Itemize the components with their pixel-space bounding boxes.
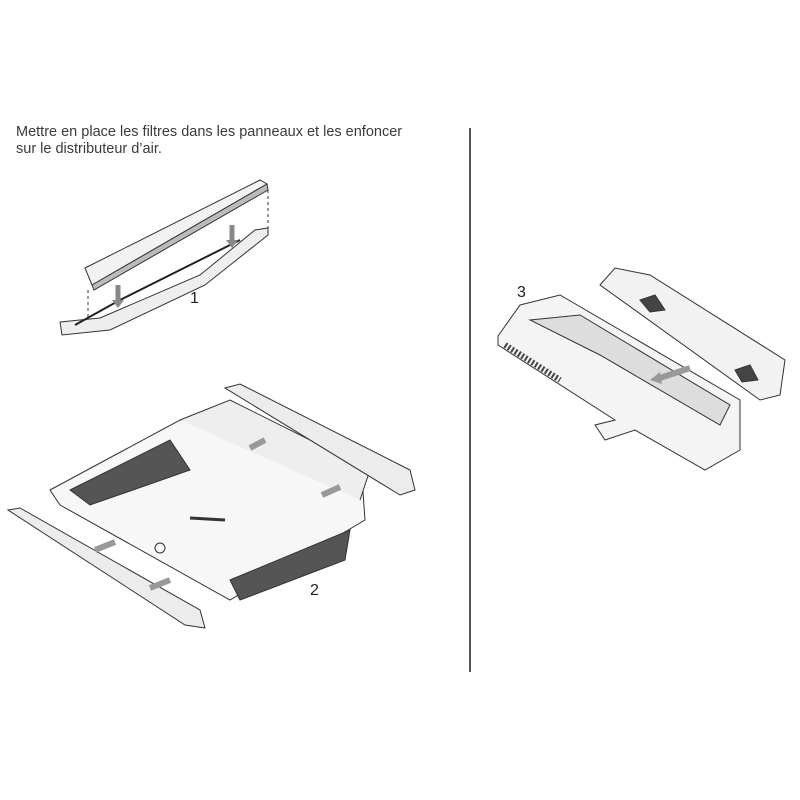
step-3-illustration bbox=[497, 267, 786, 471]
step-2-illustration bbox=[6, 383, 416, 629]
step-1-illustration bbox=[59, 179, 269, 336]
instruction-text: Mettre en place les filtres dans les pan… bbox=[16, 124, 466, 158]
step-3-label: 3 bbox=[517, 284, 526, 301]
column-divider bbox=[469, 128, 471, 672]
step-2-label: 2 bbox=[310, 582, 319, 599]
instruction-line-2: sur le distributeur d’air. bbox=[16, 141, 162, 157]
instruction-line-1: Mettre en place les filtres dans les pan… bbox=[16, 124, 403, 140]
step-1-label: 1 bbox=[190, 290, 199, 307]
